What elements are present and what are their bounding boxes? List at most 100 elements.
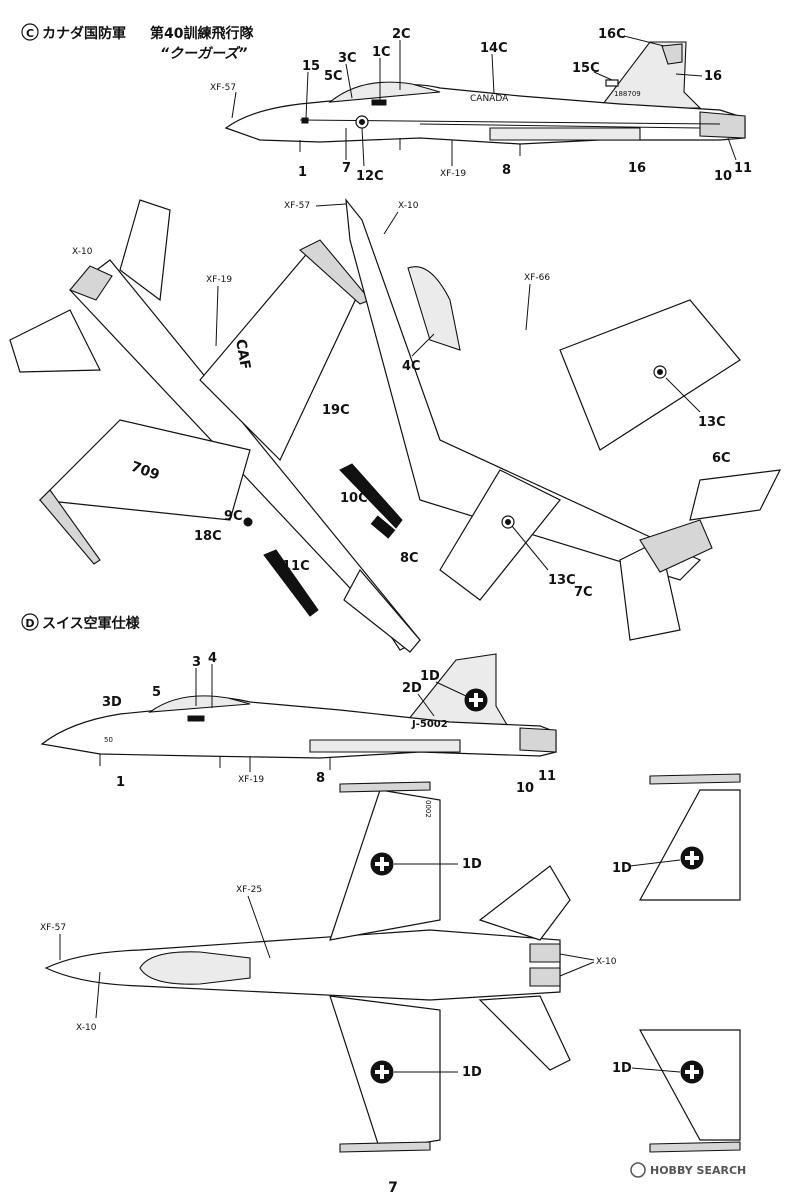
canada-landing-gear xyxy=(299,138,521,156)
d-top-label-x10-nozzle: X-10 xyxy=(596,957,617,967)
canada-part-8c xyxy=(370,515,396,539)
section-c-unit: 第40訓練飛行隊 xyxy=(150,25,254,42)
swiss-landing-gear xyxy=(99,754,331,770)
c-side-label-8: 8 xyxy=(502,163,511,178)
swiss-wing-details: 1D 1D xyxy=(612,773,741,1153)
canada-bottom-nose xyxy=(343,568,421,653)
canada-top-wing-right xyxy=(559,299,741,451)
canada-top-fuselage xyxy=(345,198,702,581)
c-bottom-label-xf19: XF-19 xyxy=(206,275,232,285)
c-top-leader-13c xyxy=(665,377,701,413)
canada-top-roundel-right-center xyxy=(657,369,663,375)
c-side-label-16c: 16C xyxy=(598,27,626,42)
c-top-leader-xf66 xyxy=(525,283,531,331)
c-side-label-5c: 5C xyxy=(324,69,343,84)
c-top-label-x10: X-10 xyxy=(398,201,419,211)
d-top-leader-x10-lower xyxy=(559,961,595,977)
swiss-detail-leader-upper xyxy=(629,859,681,867)
c-side-leader-12c xyxy=(361,127,365,167)
d-side-label-2d: 2D xyxy=(402,681,422,696)
canada-part-10c xyxy=(339,463,403,529)
d-side-label-4: 4 xyxy=(208,651,217,666)
section-c-title: カナダ国防軍 xyxy=(42,25,126,42)
section-c-marker: C xyxy=(26,27,34,40)
c-side-label-14c: 14C xyxy=(480,41,508,56)
swiss-canopy-marking xyxy=(187,715,205,722)
c-top-label-xf66: XF-66 xyxy=(524,273,550,283)
swiss-top-stabilizer-upper xyxy=(478,865,571,941)
canada-fuselage-line xyxy=(299,119,721,125)
d-top-label-xf25: XF-25 xyxy=(236,885,262,895)
swiss-detail-missile-lower xyxy=(649,1141,741,1153)
c-side-leader-16 xyxy=(675,73,703,77)
footer: 7 HOBBY SEARCH xyxy=(388,1162,746,1196)
swiss-detail-wing-upper xyxy=(638,789,741,901)
c-side-leader-3c xyxy=(345,63,353,99)
swiss-fuel-tank xyxy=(309,739,461,753)
d-top-label-1d-lower: 1D xyxy=(462,1065,482,1080)
canada-top-wing-left xyxy=(439,469,561,601)
canada-top-roundel-left-center xyxy=(505,519,511,525)
canada-bottom-stabilizer-right xyxy=(119,199,171,302)
d-side-label-10: 10 xyxy=(516,781,534,796)
watermark-text: HOBBY SEARCH xyxy=(650,1164,746,1177)
c-side-label-xf19: XF-19 xyxy=(440,169,466,179)
canada-flag xyxy=(605,79,619,87)
canada-canopy-marking xyxy=(371,99,387,106)
c-top-label-13c: 13C xyxy=(698,415,726,430)
swiss-tail-cross xyxy=(469,693,483,707)
d-side-label-5: 5 xyxy=(152,685,161,700)
d-side-label-1d: 1D xyxy=(420,669,440,684)
c-side-label-1c: 1C xyxy=(372,45,391,60)
c-side-label-3c: 3C xyxy=(338,51,357,66)
c-bottom-label-18c: 18C xyxy=(194,529,222,544)
d-side-label-3: 3 xyxy=(192,655,201,670)
d-side-label-3d: 3D xyxy=(102,695,122,710)
swiss-detail-label-1d-lower: 1D xyxy=(612,1061,632,1076)
c-side-label-11: 11 xyxy=(734,161,752,176)
c-bottom-label-8c: 8C xyxy=(400,551,419,566)
c-side-leader-15c xyxy=(593,71,613,81)
c-side-label-1: 1 xyxy=(298,165,307,180)
d-side-leader-1d xyxy=(435,681,467,697)
section-c-marker-circle xyxy=(21,23,39,41)
swiss-top-missile-upper xyxy=(339,781,431,793)
c-side-label-16: 16 xyxy=(704,69,722,84)
section-d-title: スイス空軍仕様 xyxy=(42,615,141,632)
swiss-detail-wing-lower xyxy=(638,1029,741,1141)
swiss-detail-leader-lower xyxy=(631,1067,681,1073)
section-c-nickname: “クーガーズ” xyxy=(160,45,247,62)
c-side-label-12c: 12C xyxy=(356,169,384,184)
swiss-top-canopy xyxy=(139,951,251,985)
c-side-label-15: 15 xyxy=(302,59,320,74)
canada-nose-marking xyxy=(301,117,309,124)
section-d-header: D スイス空軍仕様 xyxy=(21,613,141,632)
swiss-top-view: 0002 XF-25 XF-57 X-10 X-10 1D 1D xyxy=(40,781,617,1153)
c-side-label-xf57: XF-57 xyxy=(210,83,236,93)
section-c-header: C カナダ国防軍 第40訓練飛行隊 “クーガーズ” xyxy=(21,23,254,62)
canada-top-nozzles xyxy=(639,519,713,573)
canada-fuselage-text: CANADA xyxy=(470,94,509,104)
swiss-detail-missile-upper xyxy=(649,773,741,785)
c-side-leader-11 xyxy=(727,137,737,161)
canada-bottom-nozzles xyxy=(69,265,113,301)
section-d-marker-circle xyxy=(21,613,39,631)
canada-bottom-wingtip-missile-left xyxy=(39,489,101,565)
canada-top-view: XF-57 X-10 XF-66 4C 13C 6C 13C 7C xyxy=(284,198,782,641)
d-side-label-8: 8 xyxy=(316,771,325,786)
d-top-label-1d-upper: 1D xyxy=(462,857,482,872)
swiss-top-cross-lower xyxy=(375,1065,389,1079)
swiss-canopy xyxy=(148,695,251,713)
swiss-side-view: J-5002 50 3 4 1D 2D 3D 5 1 XF-19 8 10 11 xyxy=(40,651,557,796)
swiss-top-stabilizer-lower xyxy=(478,995,571,1071)
c-bottom-label-10c: 10C xyxy=(340,491,368,506)
c-side-label-7: 7 xyxy=(342,161,351,176)
canada-canopy xyxy=(328,81,441,103)
page-number: 7 xyxy=(388,1180,398,1196)
c-top-leader-xf57 xyxy=(315,203,347,207)
swiss-top-nozzle-upper xyxy=(529,943,561,963)
c-side-label-16-lower: 16 xyxy=(628,161,646,176)
swiss-detail-cross-lower xyxy=(685,1065,699,1079)
swiss-detail-cross-upper xyxy=(685,851,699,865)
